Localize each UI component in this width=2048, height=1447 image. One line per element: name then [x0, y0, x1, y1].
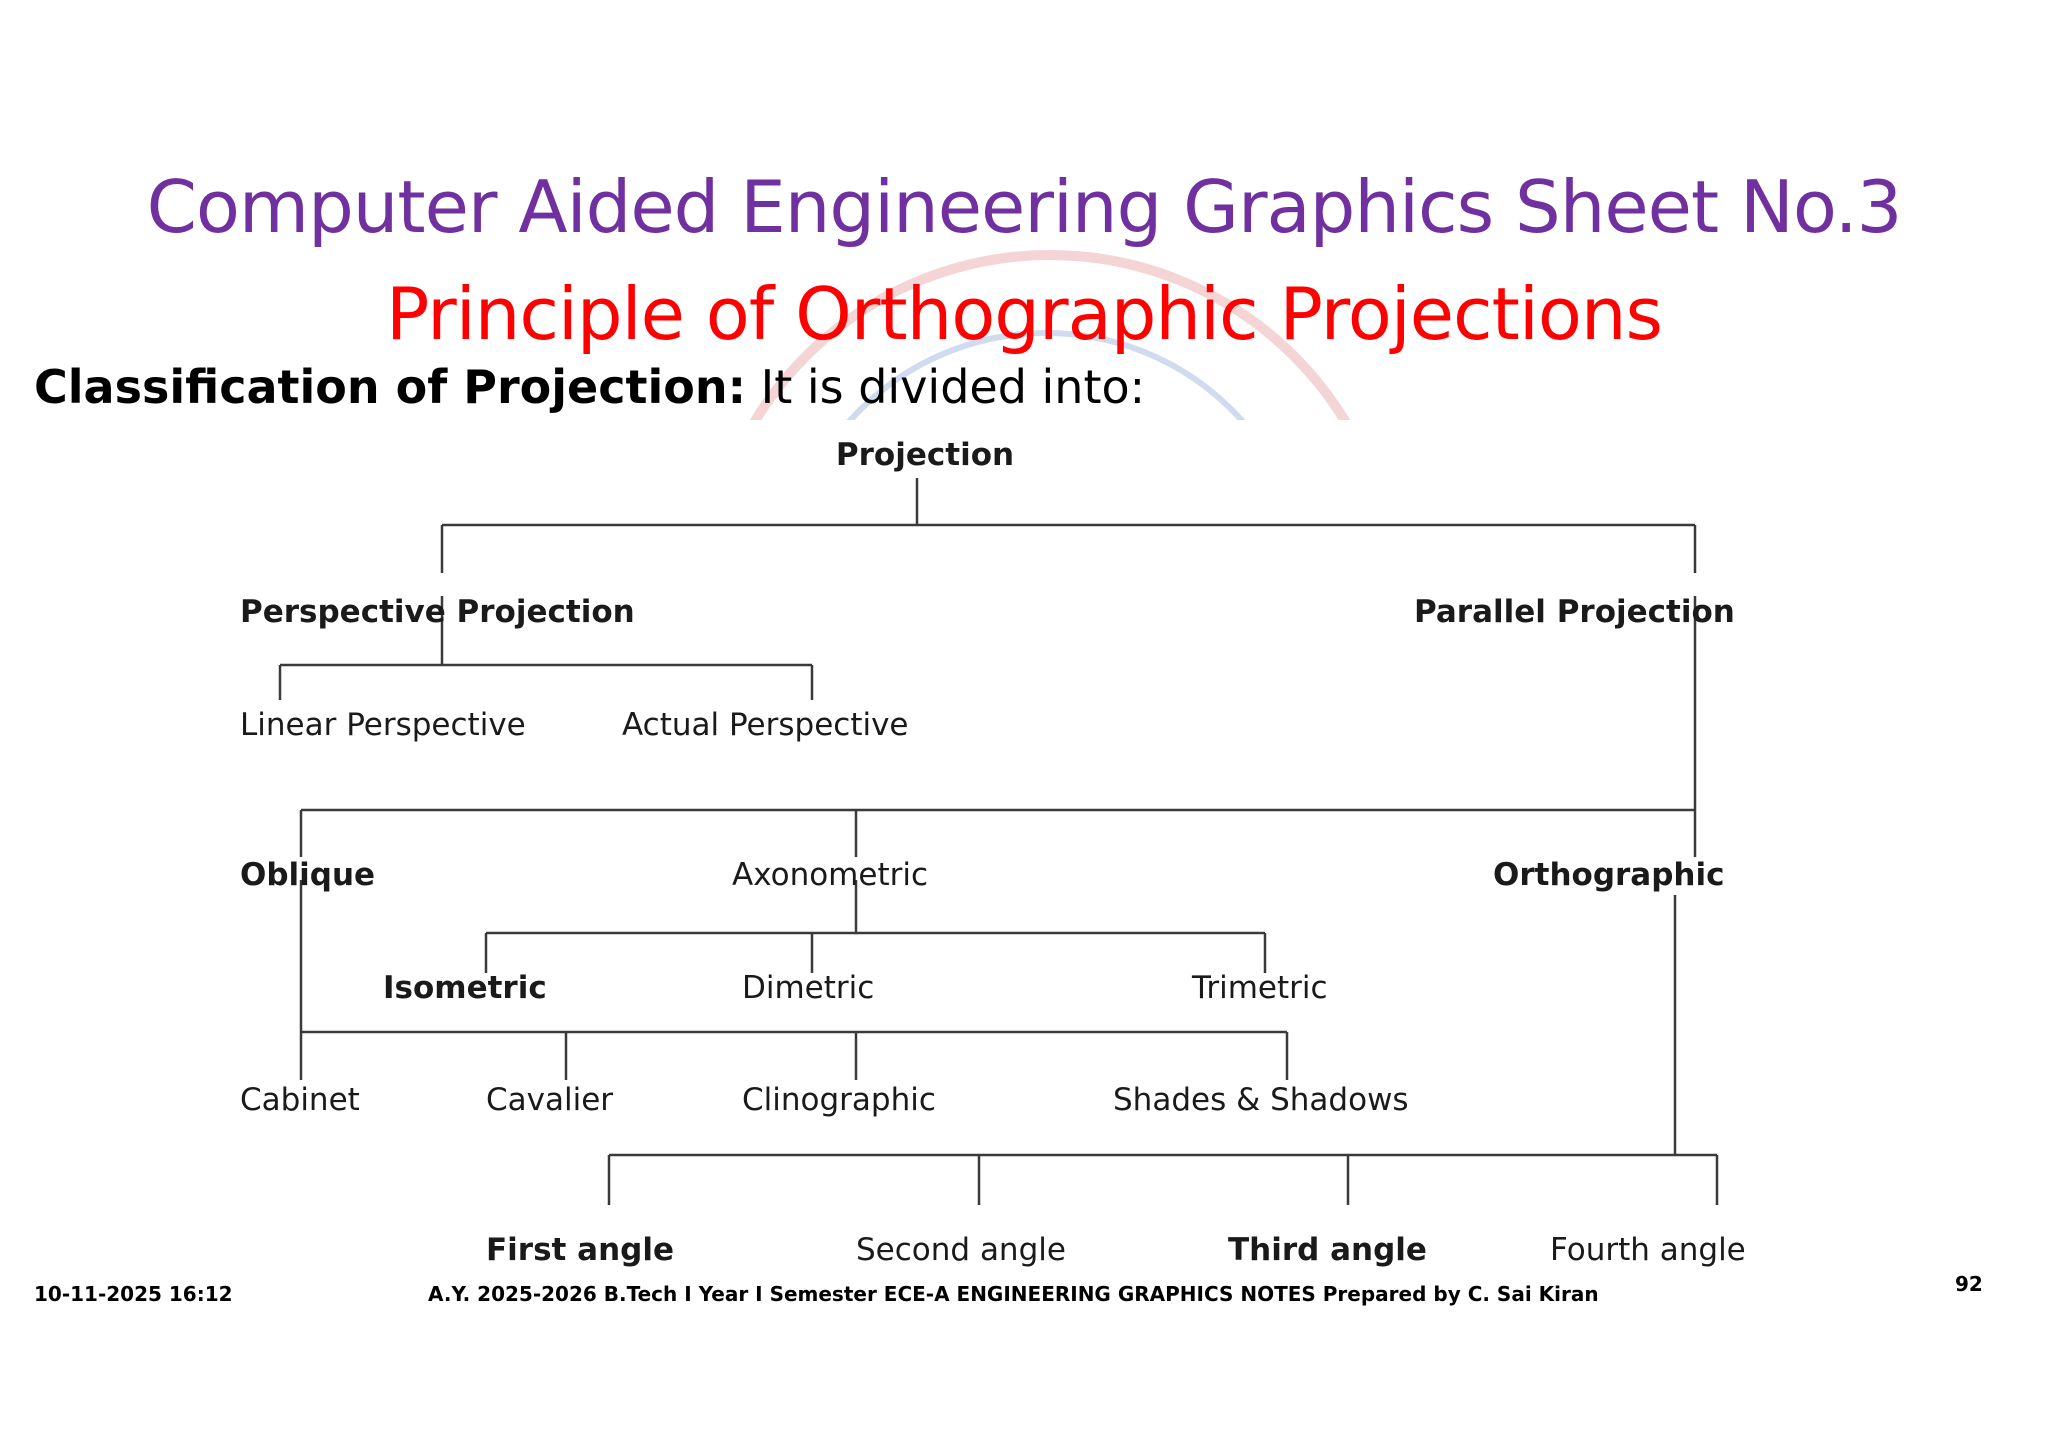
classification-text: It is divided into: [746, 360, 1146, 414]
node-linear-perspective: Linear Perspective [240, 707, 526, 743]
node-isometric: Isometric [383, 970, 547, 1006]
footer-course-info: A.Y. 2025-2026 B.Tech I Year I Semester … [428, 1282, 1599, 1306]
node-trimetric: Trimetric [1191, 970, 1328, 1006]
node-second-angle: Second angle [856, 1232, 1066, 1268]
node-cavalier: Cavalier [486, 1082, 613, 1118]
diagram-connectors [278, 478, 1719, 1205]
node-shades-shadows: Shades & Shadows [1113, 1082, 1409, 1118]
node-oblique: Oblique [240, 857, 375, 893]
slide-subtitle: Principle of Orthographic Projections [385, 272, 1663, 356]
slide-title: Computer Aided Engineering Graphics Shee… [146, 165, 1903, 249]
college-seal-watermark [660, 230, 1420, 420]
node-parallel-projection: Parallel Projection [1414, 594, 1735, 630]
node-projection: Projection [836, 437, 1014, 473]
classification-heading: Classification of Projection: It is divi… [34, 360, 1145, 414]
classification-label: Classification of Projection: [34, 360, 746, 414]
node-orthographic: Orthographic [1493, 857, 1725, 893]
node-actual-perspective: Actual Perspective [622, 707, 909, 743]
footer-datetime: 10-11-2025 16:12 [34, 1282, 233, 1306]
node-dimetric: Dimetric [742, 970, 874, 1006]
node-perspective-projection: Perspective Projection [240, 594, 635, 630]
node-cabinet: Cabinet [240, 1082, 360, 1118]
node-third-angle: Third angle [1228, 1232, 1427, 1268]
node-axonometric: Axonometric [732, 857, 928, 893]
node-fourth-angle: Fourth angle [1550, 1232, 1746, 1268]
footer-page-number: 92 [1955, 1272, 1983, 1296]
node-clinographic: Clinographic [742, 1082, 936, 1118]
node-first-angle: First angle [486, 1232, 674, 1268]
